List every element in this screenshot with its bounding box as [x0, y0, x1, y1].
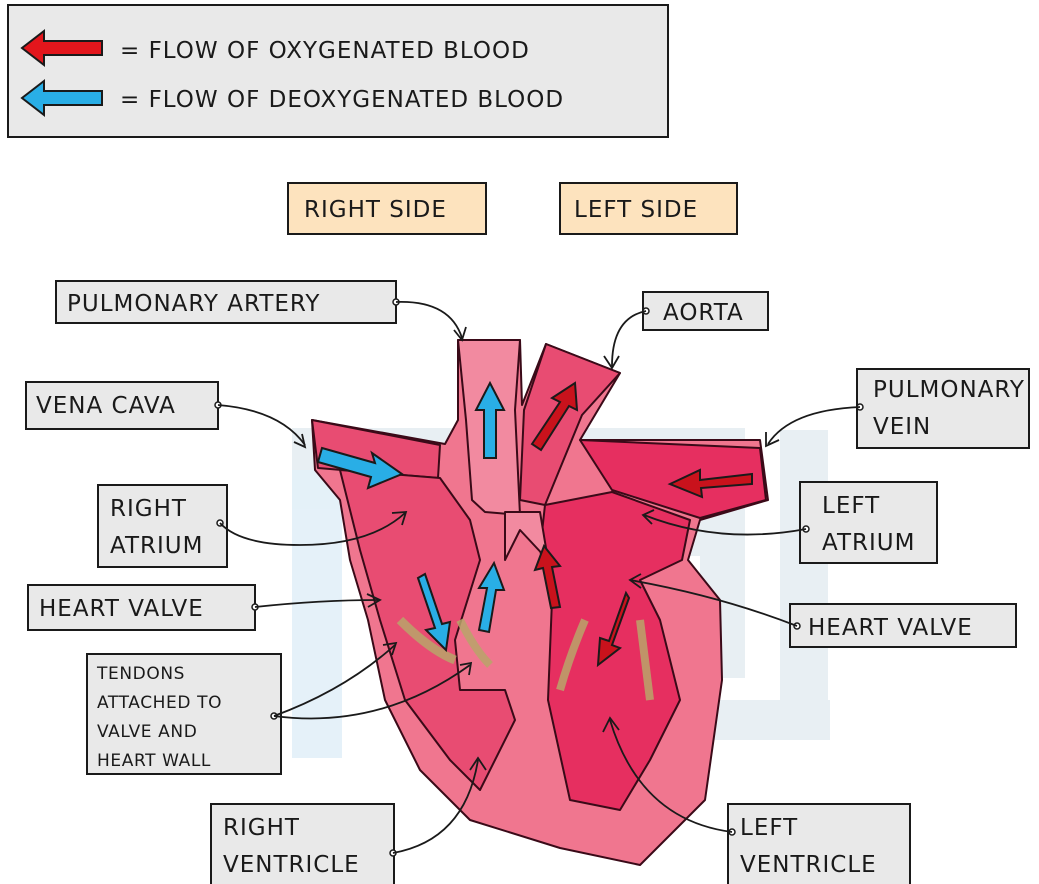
svg-text:TENDONS: TENDONS — [96, 664, 185, 684]
svg-text:RIGHT: RIGHT — [110, 496, 187, 522]
svg-text:LEFT: LEFT — [822, 493, 880, 519]
legend-oxygenated: = FLOW OF OXYGENATED BLOOD — [120, 38, 530, 64]
svg-text:PULMONARY: PULMONARY — [873, 377, 1025, 403]
label-vena-cava: VENA CAVA — [26, 382, 305, 447]
label-aorta: AORTA — [604, 292, 768, 368]
svg-text:HEART WALL: HEART WALL — [97, 751, 211, 771]
svg-text:VEIN: VEIN — [873, 414, 931, 440]
svg-text:HEART VALVE: HEART VALVE — [808, 615, 973, 641]
legend-deoxygenated: = FLOW OF DEOXYGENATED BLOOD — [120, 87, 564, 113]
svg-text:ATRIUM: ATRIUM — [110, 533, 203, 559]
svg-text:PULMONARY ARTERY: PULMONARY ARTERY — [67, 291, 320, 317]
left-side-label: LEFT SIDE — [574, 197, 698, 223]
svg-text:VENA CAVA: VENA CAVA — [36, 393, 176, 419]
legend: = FLOW OF OXYGENATED BLOOD = FLOW OF DEO… — [8, 5, 668, 137]
svg-text:AORTA: AORTA — [663, 300, 744, 326]
label-pulmonary-artery: PULMONARY ARTERY — [56, 281, 466, 340]
svg-text:ATRIUM: ATRIUM — [822, 530, 915, 556]
svg-text:VALVE AND: VALVE AND — [97, 722, 197, 742]
svg-text:VENTRICLE: VENTRICLE — [740, 852, 877, 878]
heart — [312, 340, 768, 865]
svg-text:LEFT: LEFT — [740, 815, 798, 841]
svg-text:ATTACHED TO: ATTACHED TO — [97, 693, 222, 713]
right-side-label: RIGHT SIDE — [304, 197, 447, 223]
svg-text:VENTRICLE: VENTRICLE — [223, 852, 360, 878]
svg-text:RIGHT: RIGHT — [223, 815, 300, 841]
svg-text:HEART VALVE: HEART VALVE — [39, 596, 204, 622]
